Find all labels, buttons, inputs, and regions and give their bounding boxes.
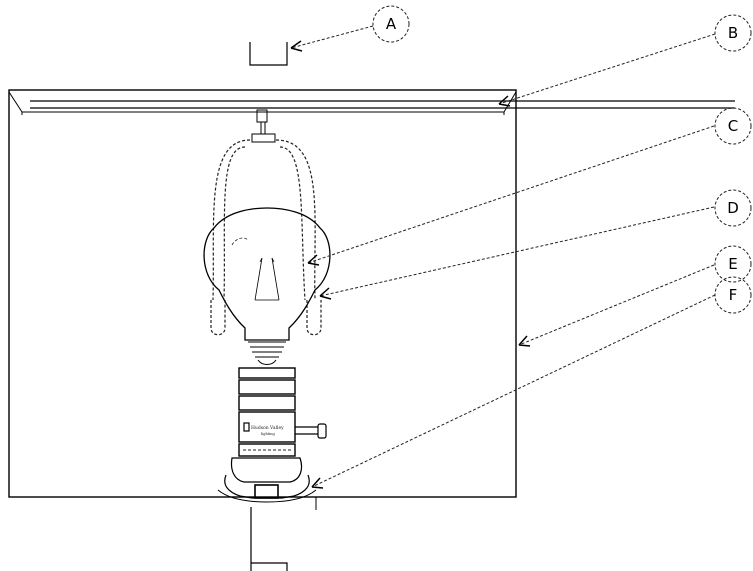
callout-d-label: D — [727, 199, 739, 217]
callout-e-label: E — [728, 255, 737, 273]
top-rail — [30, 100, 735, 109]
finial — [249, 42, 288, 66]
callout-c-label: C — [728, 117, 738, 135]
callout-f: F — [714, 276, 752, 314]
lamp-shade — [8, 89, 517, 498]
socket-brand-line2: lighting — [261, 432, 276, 436]
callout-a-label: A — [386, 15, 397, 33]
socket-brand-line1: Hudson Valley — [251, 425, 284, 431]
callout-b: B — [714, 14, 752, 52]
callout-c: C — [714, 107, 752, 145]
callout-b-label: B — [728, 24, 738, 42]
base-rod — [250, 507, 288, 571]
harp — [210, 109, 322, 336]
callout-f-label: F — [729, 286, 738, 304]
callout-a: A — [372, 5, 410, 43]
socket: Hudson Valley lighting — [230, 367, 327, 483]
leader-lines — [290, 25, 716, 489]
callout-d: D — [714, 189, 752, 227]
bottom-fitter — [217, 474, 317, 510]
callout-e: E — [714, 245, 752, 283]
light-bulb — [203, 207, 331, 365]
